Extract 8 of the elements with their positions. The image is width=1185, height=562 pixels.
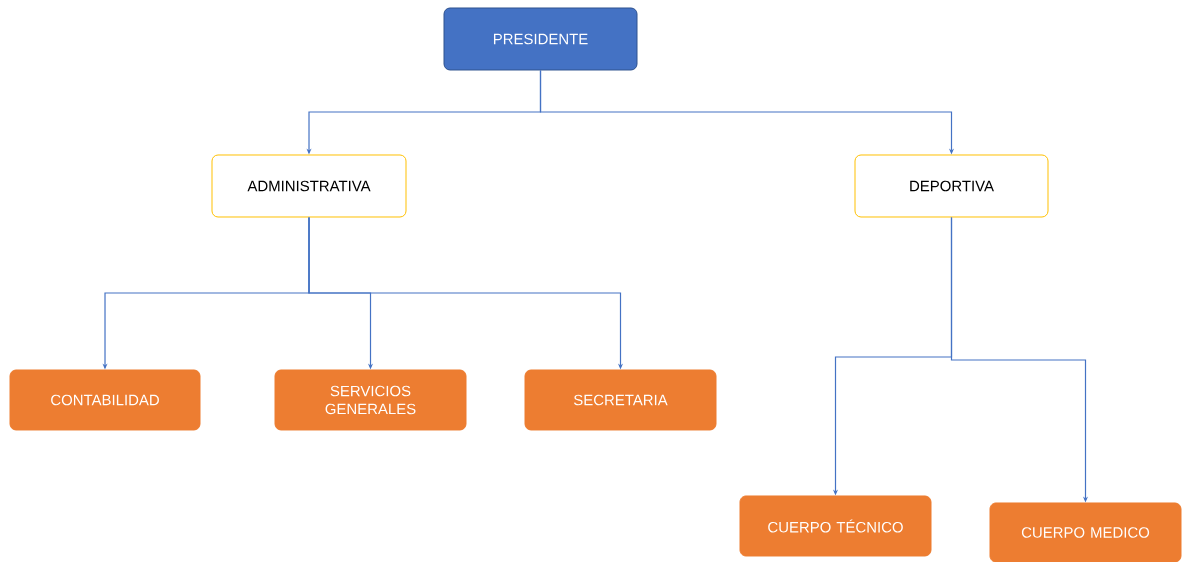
unit-box: SECRETARIA bbox=[524, 369, 717, 431]
department-box: DEPORTIVA bbox=[854, 154, 1049, 218]
unit-box: CUERPO TÉCNICO bbox=[739, 495, 932, 557]
unit-box: CUERPO MEDICO bbox=[989, 502, 1182, 562]
unit-box: SERVICIOS GENERALES bbox=[274, 369, 467, 431]
department-box: ADMINISTRATIVA bbox=[211, 154, 407, 218]
unit-box: CONTABILIDAD bbox=[9, 369, 201, 431]
president-box: PRESIDENTE bbox=[443, 7, 638, 71]
